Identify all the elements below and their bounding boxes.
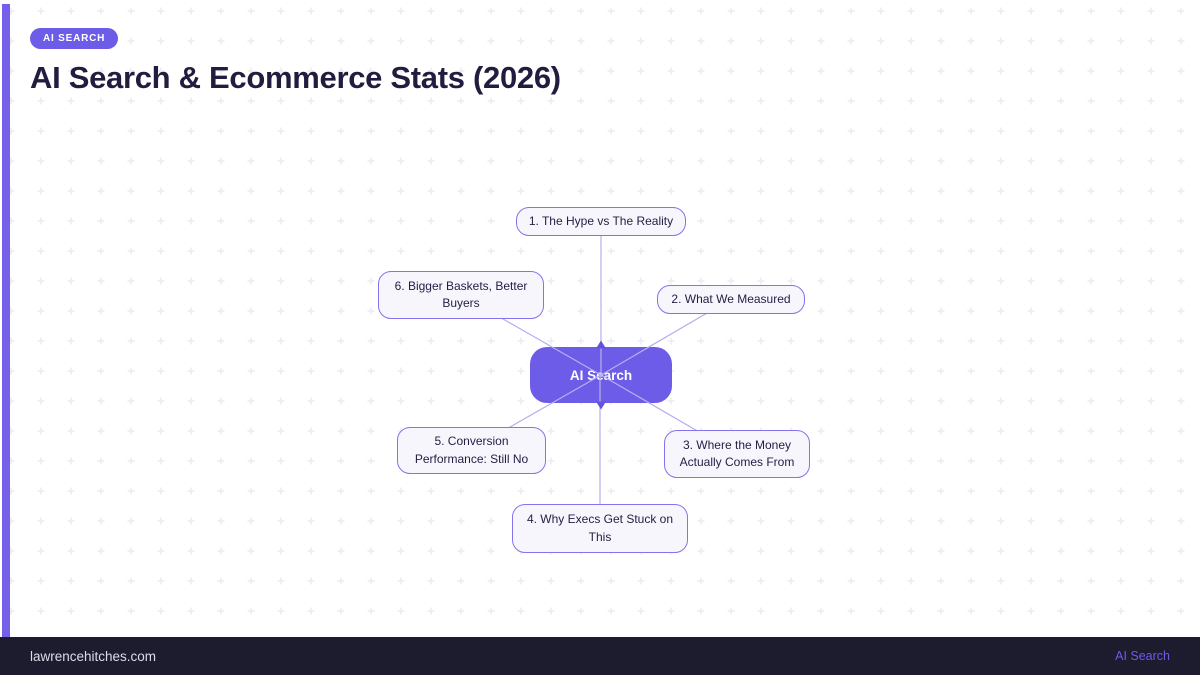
mindmap-node-4[interactable]: 4. Why Execs Get Stuck on This <box>512 504 688 553</box>
mindmap-center-label: AI Search <box>569 367 633 383</box>
header: AI SEARCH AI Search & Ecommerce Stats (2… <box>30 28 561 95</box>
left-accent-bar <box>2 4 10 637</box>
footer-section-link[interactable]: AI Search <box>1115 649 1170 663</box>
mindmap-node-5[interactable]: 5. Conversion Performance: Still No <box>397 427 546 474</box>
mindmap-node-6[interactable]: 6. Bigger Baskets, Better Buyers <box>378 271 544 319</box>
mindmap-node-3[interactable]: 3. Where the Money Actually Comes From <box>664 430 810 478</box>
mindmap-center-node[interactable]: AI Search <box>530 347 672 403</box>
mindmap-node-1[interactable]: 1. The Hype vs The Reality <box>516 207 686 236</box>
mindmap-node-3-label: 3. Where the Money Actually Comes From <box>679 437 795 469</box>
mindmap-node-1-label: 1. The Hype vs The Reality <box>528 213 674 228</box>
mindmap-node-2[interactable]: 2. What We Measured <box>657 285 805 314</box>
page-title: AI Search & Ecommerce Stats (2026) <box>30 60 561 95</box>
mindmap-node-5-label: 5. Conversion Performance: Still No <box>414 434 529 466</box>
mindmap-node-6-label: 6. Bigger Baskets, Better Buyers <box>394 278 528 310</box>
category-badge: AI SEARCH <box>30 28 119 49</box>
footer-site-text: lawrencehitches.com <box>30 648 157 664</box>
mindmap-node-2-label: 2. What We Measured <box>671 291 791 306</box>
footer-bar: lawrencehitches.com AI Search <box>0 637 1200 675</box>
mindmap-node-4-label: 4. Why Execs Get Stuck on This <box>526 512 674 544</box>
